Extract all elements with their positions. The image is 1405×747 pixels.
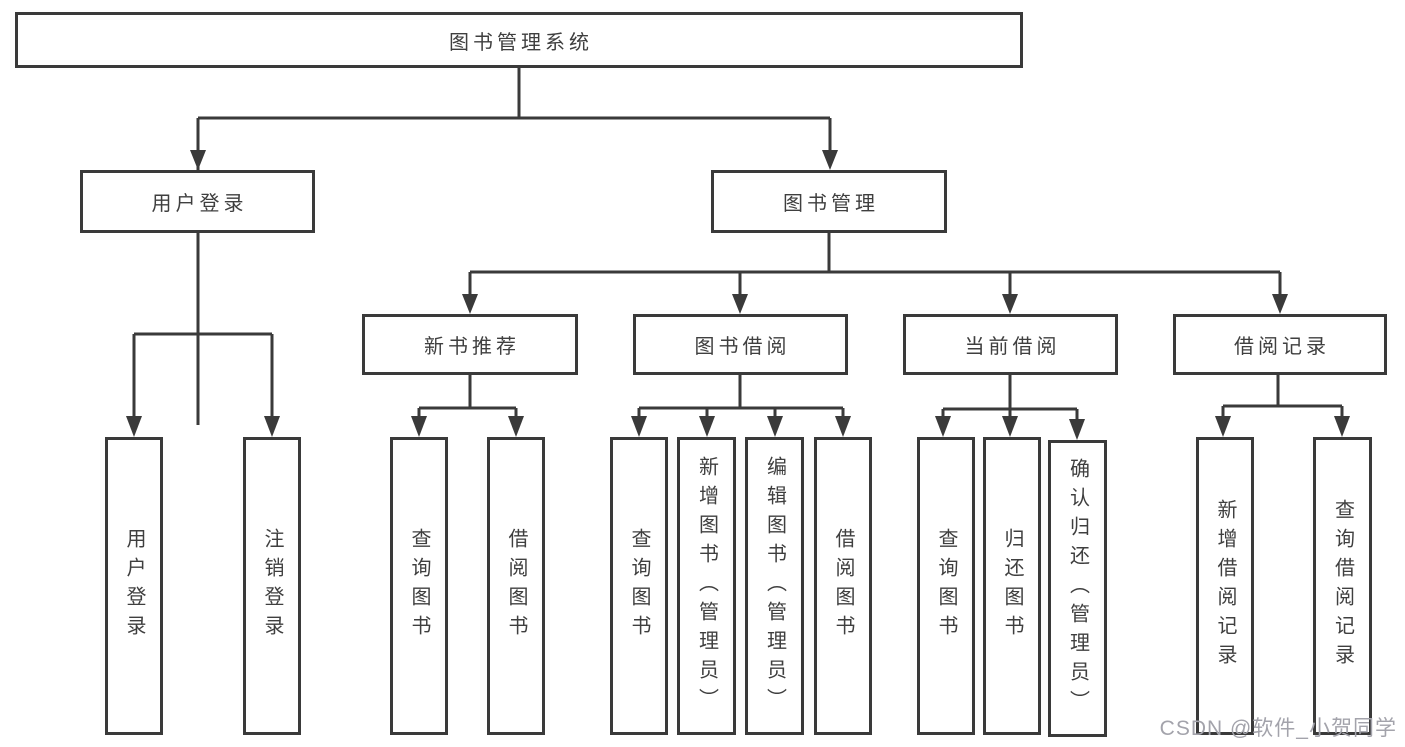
node-label: 用户登录 bbox=[151, 193, 248, 215]
node-label: 图书管理系统 bbox=[449, 31, 593, 54]
node-label: 当前借阅 bbox=[964, 336, 1061, 358]
leaf-label: 查询图书 bbox=[408, 528, 430, 644]
leaf-label: 编辑图书（管理员） bbox=[763, 455, 786, 717]
leaf-add-borrow-record: 新增借阅记录 bbox=[1196, 437, 1254, 735]
leaf-label: 确认归还（管理员） bbox=[1066, 458, 1089, 719]
leaf-confirm-return-admin: 确认归还（管理员） bbox=[1048, 440, 1107, 737]
leaf-label: 归还图书 bbox=[1001, 528, 1023, 644]
leaf-query-books-current: 查询图书 bbox=[917, 437, 975, 735]
csdn-watermark: CSDN @软件_小贺同学 bbox=[1159, 717, 1397, 740]
connector-newbook-to-leaves bbox=[411, 375, 524, 437]
node-label: 图书管理 bbox=[783, 193, 879, 215]
node-new-book-recommendation: 新书推荐 bbox=[362, 314, 578, 375]
node-book-borrowing: 图书借阅 bbox=[633, 314, 848, 375]
node-current-borrowing: 当前借阅 bbox=[903, 314, 1118, 375]
leaf-borrow-books-recommend: 借阅图书 bbox=[487, 437, 545, 735]
leaf-query-books-recommend: 查询图书 bbox=[390, 437, 448, 735]
leaf-borrow-books: 借阅图书 bbox=[814, 437, 872, 735]
leaf-label: 用户登录 bbox=[123, 528, 145, 644]
node-label: 借阅记录 bbox=[1234, 336, 1330, 358]
node-book-management: 图书管理 bbox=[711, 170, 947, 233]
connector-bookmgmt-to-level3 bbox=[462, 233, 1288, 314]
leaf-query-books-borrowing: 查询图书 bbox=[610, 437, 668, 735]
leaf-return-books: 归还图书 bbox=[983, 437, 1041, 735]
node-library-management-system: 图书管理系统 bbox=[15, 12, 1023, 68]
leaf-add-books-admin: 新增图书（管理员） bbox=[677, 437, 736, 735]
node-label: 图书借阅 bbox=[694, 336, 791, 358]
connector-borrowrecord-to-leaves bbox=[1215, 375, 1350, 437]
leaf-label: 借阅图书 bbox=[832, 528, 854, 644]
leaf-logout: 注销登录 bbox=[243, 437, 301, 735]
leaf-label: 查询图书 bbox=[628, 528, 650, 644]
connector-bookborrow-to-leaves bbox=[631, 375, 851, 437]
leaf-user-login: 用户登录 bbox=[105, 437, 163, 735]
leaf-label: 注销登录 bbox=[261, 528, 283, 644]
node-borrowing-records: 借阅记录 bbox=[1173, 314, 1387, 375]
node-user-login: 用户登录 bbox=[80, 170, 315, 233]
leaf-label: 新增借阅记录 bbox=[1214, 499, 1236, 673]
leaf-query-borrow-record: 查询借阅记录 bbox=[1313, 437, 1372, 735]
leaf-edit-books-admin: 编辑图书（管理员） bbox=[745, 437, 804, 735]
node-label: 新书推荐 bbox=[424, 336, 520, 358]
leaf-label: 借阅图书 bbox=[505, 528, 527, 644]
leaf-label: 新增图书（管理员） bbox=[695, 455, 718, 717]
leaf-label: 查询图书 bbox=[935, 528, 957, 644]
connector-currentborrow-to-leaves bbox=[935, 375, 1085, 440]
leaf-label: 查询借阅记录 bbox=[1331, 499, 1354, 673]
connector-userlogin-to-leaves bbox=[126, 233, 280, 437]
